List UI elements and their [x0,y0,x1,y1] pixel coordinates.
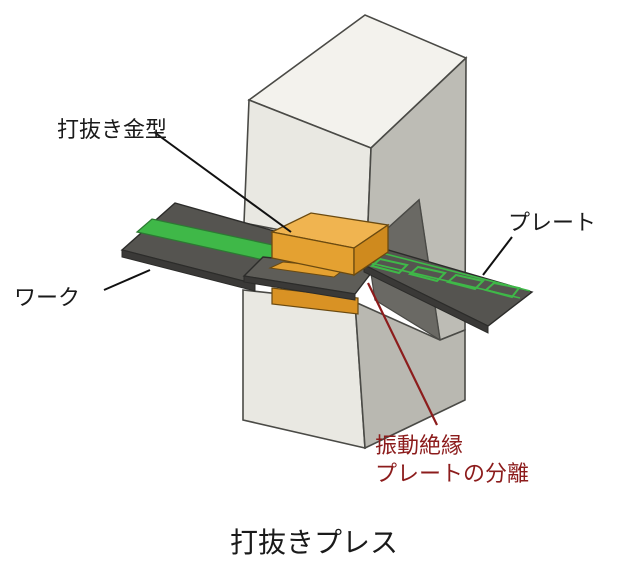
label-work: ワーク [14,286,80,311]
label-separation-line1: 振動絶縁 [375,434,463,459]
press-lower-frame [242,289,466,450]
lower-frame-side-face [354,300,466,450]
leader-work [103,269,151,291]
punched-frame-3 [445,273,485,291]
plate-right-edge [363,264,489,334]
plate-right [362,246,534,334]
leader-die [153,131,292,233]
punched-frame-1 [369,257,409,275]
label-plate: プレート [508,211,596,236]
lower-frame-front-face [242,289,366,450]
upper-die-side [353,223,389,277]
figure-caption: 打抜きプレス [230,526,398,559]
label-separation-line2: プレートの分離 [375,462,529,487]
leader-separation [367,282,438,426]
label-die: 打抜き金型 [57,118,167,143]
leader-plate [482,236,513,276]
work-strip-right-edge [365,261,521,299]
plate-left-edge [121,249,256,292]
plate-center-edge [243,275,356,301]
upper-die [269,212,390,277]
work-strip-right-edge-2 [377,251,531,292]
punched-frame-2 [407,265,447,283]
